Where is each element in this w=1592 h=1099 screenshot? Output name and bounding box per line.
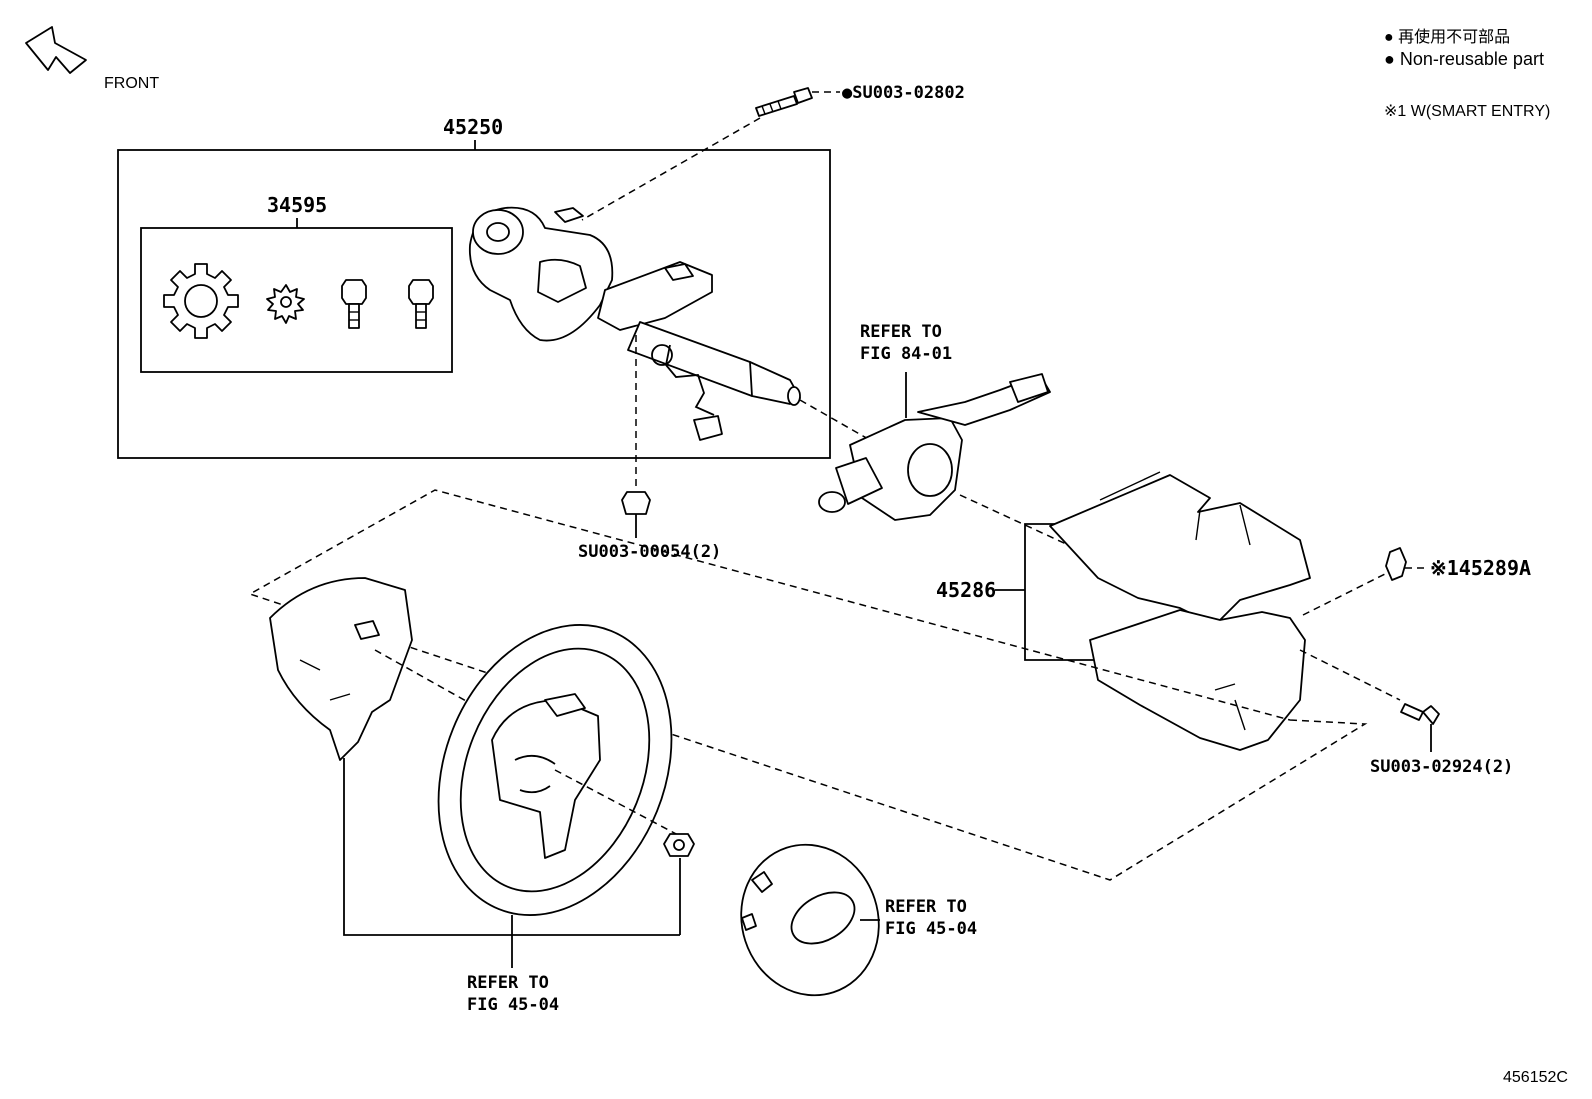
column-nut: SU003-00054(2) [578, 335, 721, 562]
combination-switch: REFER TO FIG 84-01 [799, 322, 1091, 556]
steering-column [468, 206, 801, 441]
bolt-icon-1 [341, 279, 367, 329]
cover-screw: SU003-02924(2) [1299, 649, 1513, 777]
part-34595-label[interactable]: 34595 [267, 193, 327, 217]
legend-japanese: ● 再使用不可部品 [1384, 28, 1510, 46]
smart-entry-switch: ※145289A [1302, 547, 1531, 616]
legend-english: ● Non-reusable part [1384, 49, 1544, 69]
figure-id: 456152C [1503, 1069, 1568, 1086]
front-arrow-icon [25, 26, 87, 74]
wheel-ref-line1[interactable]: REFER TO [467, 973, 549, 993]
part-145289a-label[interactable]: ※145289A [1430, 556, 1531, 580]
bolt-icon-2 [408, 279, 434, 329]
airbag-ref-line1[interactable]: REFER TO [885, 897, 967, 917]
part-45286-label[interactable]: 45286 [936, 578, 996, 602]
part-su003-02924-label[interactable]: SU003-02924(2) [1370, 757, 1513, 777]
column-assembly-group: 45250 [117, 115, 831, 459]
airbag-ref-line2[interactable]: FIG 45-04 [885, 919, 977, 939]
front-label: FRONT [104, 75, 159, 92]
combination-switch-ref-line1[interactable]: REFER TO [860, 322, 942, 342]
wheel-ref-line2[interactable]: FIG 45-04 [467, 995, 559, 1015]
part-su003-02802-label[interactable]: ●SU003-02802 [842, 83, 965, 103]
airbag-pad: REFER TO FIG 45-04 [740, 843, 977, 997]
combination-switch-ref-line2[interactable]: FIG 84-01 [860, 344, 952, 364]
part-su003-00054-label[interactable]: SU003-00054(2) [578, 542, 721, 562]
legend-note: ※1 W(SMART ENTRY) [1384, 103, 1550, 120]
column-cover: 45286 [248, 471, 1368, 881]
gear-large-icon [163, 263, 239, 339]
part-45250-label[interactable]: 45250 [443, 115, 503, 139]
lock-set-group: 34595 [140, 193, 453, 373]
steering-lower-cover [269, 577, 501, 761]
gear-small-icon [266, 284, 305, 324]
steering-wheel: REFER TO FIG 45-04 [343, 624, 695, 1015]
column-bolt: ●SU003-02802 [581, 83, 965, 221]
